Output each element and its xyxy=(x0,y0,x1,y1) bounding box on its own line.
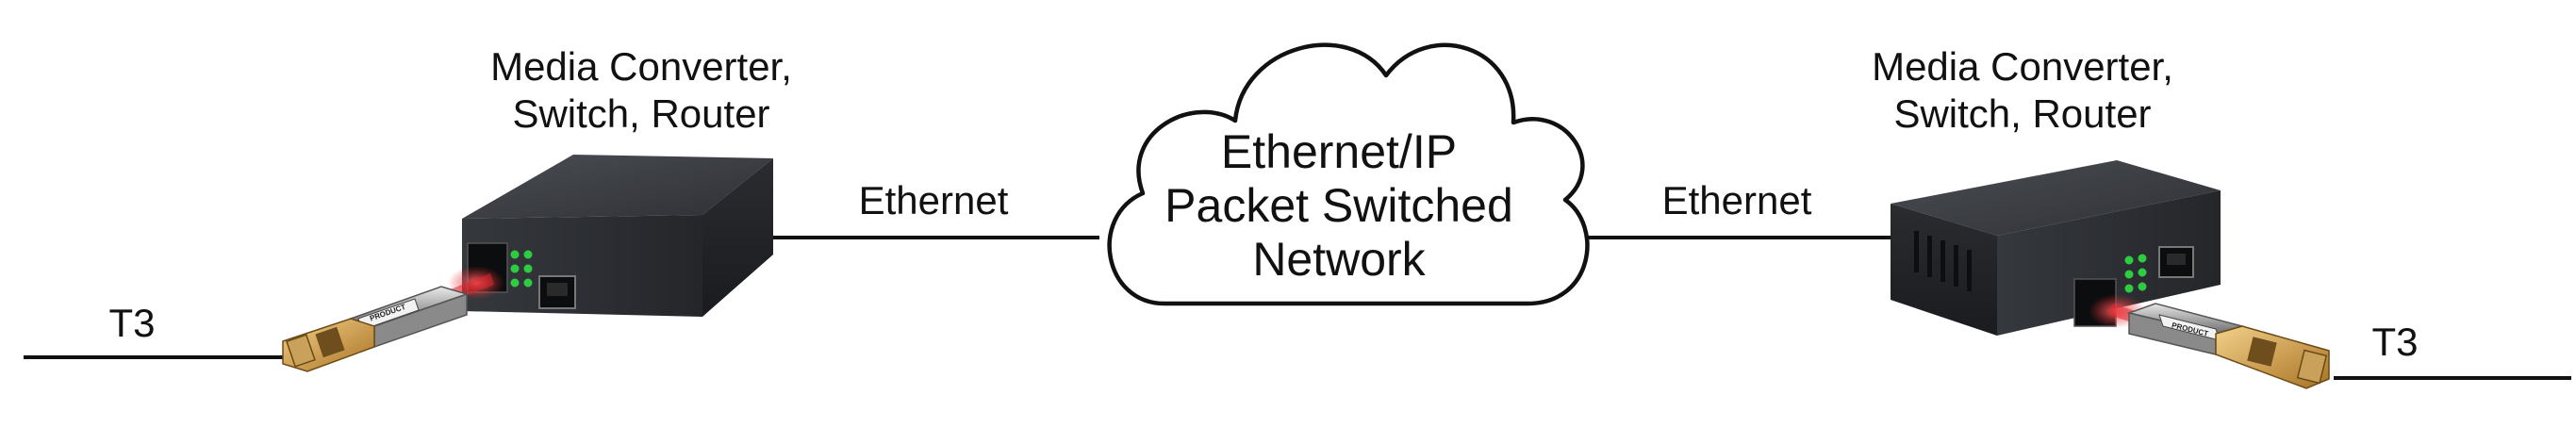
right-device-title: Media Converter, Switch, Router xyxy=(1834,43,2211,137)
left-device-title-line1: Media Converter, xyxy=(490,44,792,89)
right-converter-vents xyxy=(1914,231,1972,291)
right-device-title-line1: Media Converter, xyxy=(1872,44,2173,89)
right-converter-side xyxy=(1997,190,2221,336)
right-converter-top xyxy=(1891,160,2221,236)
left-device-title-line2: Switch, Router xyxy=(512,90,770,136)
left-converter-top xyxy=(462,155,773,219)
right-t3-label: T3 xyxy=(2371,320,2419,364)
left-status-leds xyxy=(510,250,533,288)
left-device-title: Media Converter, Switch, Router xyxy=(453,43,830,137)
left-t3-label: T3 xyxy=(108,301,156,345)
left-converter-side xyxy=(702,158,773,317)
right-sfp-module: PRODUCT xyxy=(2126,303,2330,389)
right-device-title-line2: Switch, Router xyxy=(1893,90,2152,136)
cloud-label-line1: Ethernet/IP xyxy=(1220,125,1458,178)
left-ethernet-label: Ethernet xyxy=(858,178,1009,222)
cloud-shape xyxy=(1107,42,1590,306)
right-ethernet-label: Ethernet xyxy=(1661,178,1812,222)
right-media-converter xyxy=(1891,160,2221,336)
left-sfp-module: PRODUCT xyxy=(282,286,470,372)
right-status-leds xyxy=(2124,254,2147,293)
left-converter-front xyxy=(462,215,702,317)
cloud-label: Ethernet/IP Packet Switched Network xyxy=(1150,125,1527,287)
cloud-label-line2: Packet Switched xyxy=(1164,179,1513,232)
cloud-label-line3: Network xyxy=(1252,233,1426,286)
